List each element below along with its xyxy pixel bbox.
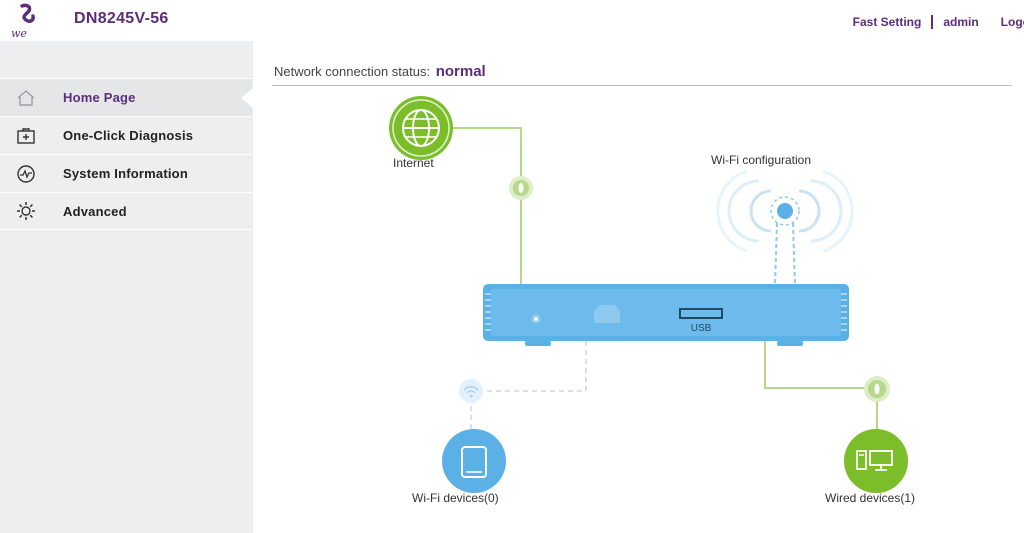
internet-link-status-icon — [509, 176, 533, 200]
sidebar-item-one-click-diagnosis[interactable]: One-Click Diagnosis — [0, 116, 252, 154]
network-status-label: Network connection status: — [274, 64, 431, 79]
first-aid-kit-icon — [16, 126, 36, 146]
brand-text: we — [11, 27, 27, 40]
internet-label: Internet — [393, 156, 434, 170]
sidebar-item-label: Advanced — [63, 203, 127, 219]
status-divider — [272, 85, 1012, 86]
internet-globe-icon[interactable] — [389, 96, 453, 160]
internet-link — [451, 127, 522, 285]
wifi-configuration-label[interactable]: Wi-Fi configuration — [711, 153, 812, 167]
link-separator — [931, 15, 934, 29]
we-logo: we — [11, 3, 35, 40]
main-content: Network connection status: normal — [253, 41, 1024, 533]
usb-port-label: USB — [691, 323, 712, 334]
admin-user-link[interactable]: admin — [943, 15, 979, 29]
wired-devices-computer-icon[interactable] — [844, 429, 908, 493]
home-icon — [16, 88, 36, 108]
wifi-signal-icon — [459, 379, 483, 403]
top-header: we DN8245V-56 Fast Setting admin Logo — [0, 0, 1024, 41]
wired-link — [764, 341, 878, 443]
pulse-icon — [16, 164, 36, 184]
top-links: Fast Setting admin Logo — [853, 15, 1024, 29]
sidebar-item-label: Home Page — [63, 90, 136, 105]
fast-setting-link[interactable]: Fast Setting — [852, 15, 922, 29]
wifi-devices-label: Wi-Fi devices(0) — [412, 491, 499, 505]
sidebar-item-system-information[interactable]: System Information — [0, 154, 252, 192]
device-model-title: DN8245V-56 — [74, 10, 169, 27]
wifi-devices-tablet-icon[interactable] — [442, 429, 506, 493]
network-status-value: normal — [435, 63, 486, 80]
sidebar-item-advanced[interactable]: Advanced — [0, 192, 252, 230]
network-status: Network connection status: normal — [274, 63, 486, 80]
logout-link[interactable]: Logo — [1000, 15, 1024, 29]
sidebar: Home Page One-Click Diagnosis System Inf… — [0, 41, 253, 533]
active-indicator — [241, 88, 253, 108]
wifi-configuration-icon[interactable] — [716, 169, 854, 286]
router-device[interactable] — [483, 284, 849, 346]
sidebar-item-label: One-Click Diagnosis — [63, 128, 194, 143]
gear-icon — [16, 201, 36, 221]
sidebar-item-label: System Information — [63, 166, 188, 181]
wired-devices-label: Wired devices(1) — [825, 491, 916, 505]
sidebar-menu: Home Page One-Click Diagnosis System Inf… — [0, 78, 253, 230]
network-topology: USB — [389, 96, 908, 493]
sidebar-item-home-page[interactable]: Home Page — [0, 78, 253, 116]
wired-link-status-icon — [864, 376, 890, 402]
wifi-devices-link — [470, 341, 587, 436]
